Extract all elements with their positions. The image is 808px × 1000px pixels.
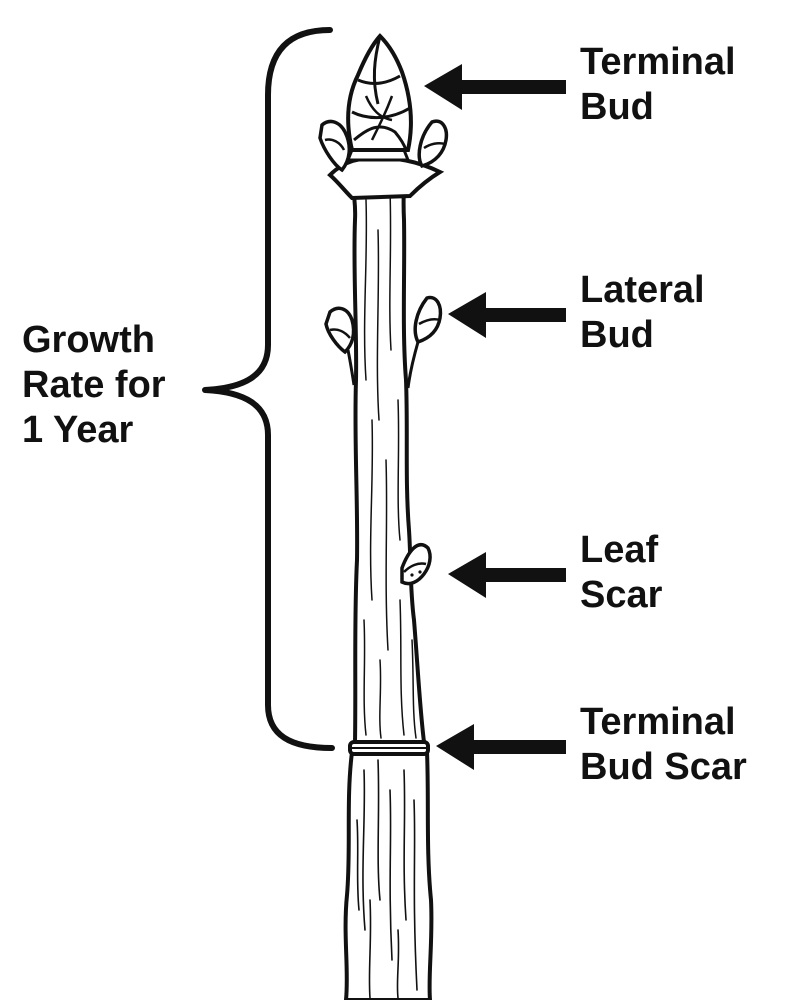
arrow-terminal-bud xyxy=(424,64,566,110)
label-growth-rate: Growth Rate for 1 Year xyxy=(22,319,166,451)
label-terminal-bud-scar: Terminal Bud Scar xyxy=(580,701,747,788)
upper-lateral-buds xyxy=(318,119,449,173)
arrow-lateral-bud xyxy=(448,292,566,338)
older-stem xyxy=(343,750,434,1000)
label-terminal-bud: Terminal Bud xyxy=(580,41,736,128)
growth-brace xyxy=(202,27,335,751)
current-year-stem xyxy=(347,165,427,744)
arrow-leaf-scar xyxy=(448,552,566,598)
lateral-buds xyxy=(324,295,443,389)
upper-node xyxy=(327,148,445,201)
label-leaf-scar: Leaf Scar xyxy=(580,529,663,616)
arrow-terminal-bud-scar xyxy=(436,724,566,770)
leaf-scar xyxy=(400,542,432,586)
label-lateral-bud: Lateral Bud xyxy=(580,269,705,356)
terminal-bud xyxy=(346,33,413,152)
